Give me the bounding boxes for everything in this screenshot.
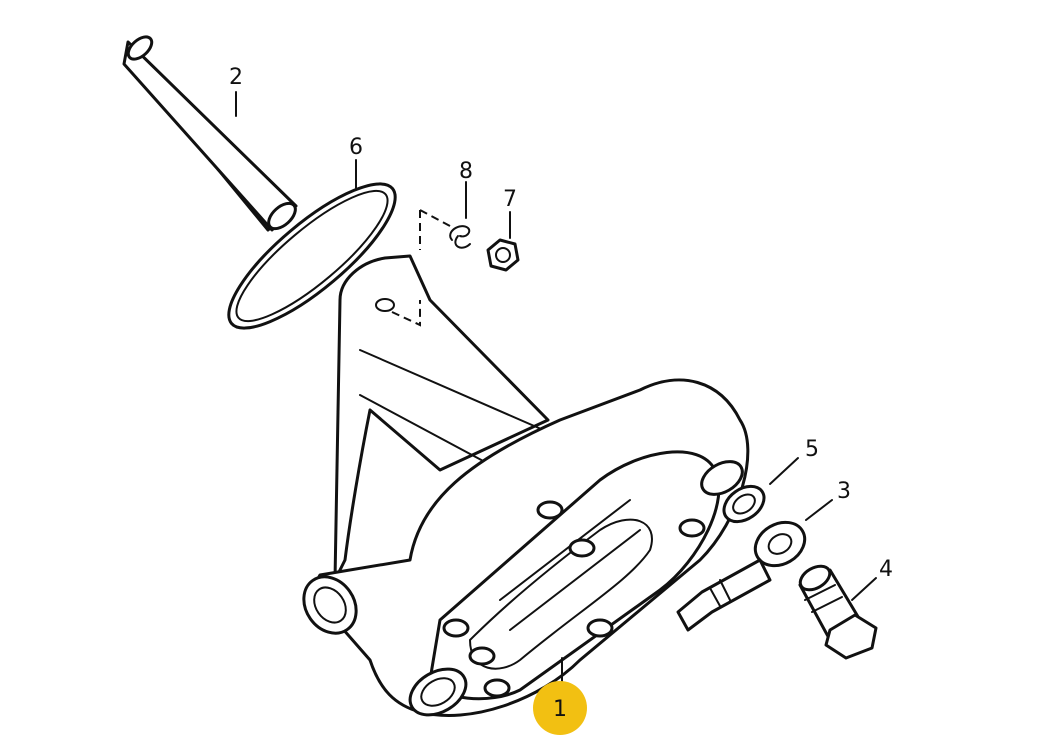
callout-7[interactable]: 7: [503, 187, 517, 212]
callout-1[interactable]: 1: [553, 697, 567, 722]
callout-5[interactable]: 5: [805, 437, 819, 462]
callout-3[interactable]: 3: [837, 479, 851, 504]
callout-4[interactable]: 4: [879, 557, 893, 582]
part-8-clip: [419, 209, 471, 250]
part-4-banjo-bolt: [798, 564, 878, 660]
part-2-pin: [122, 35, 298, 232]
callout-8[interactable]: 8: [459, 159, 473, 184]
part-1-pump-housing: [302, 254, 750, 717]
callout-2[interactable]: 2: [229, 65, 243, 90]
callout-6[interactable]: 6: [349, 135, 363, 160]
part-6-seal-ring: [227, 182, 397, 330]
part-7-nut: [486, 238, 520, 272]
part-3-union-fitting: [676, 520, 807, 632]
callout-1-highlight[interactable]: [533, 681, 587, 735]
part-5-washer: [722, 484, 766, 524]
leader-lines: [235, 91, 877, 683]
